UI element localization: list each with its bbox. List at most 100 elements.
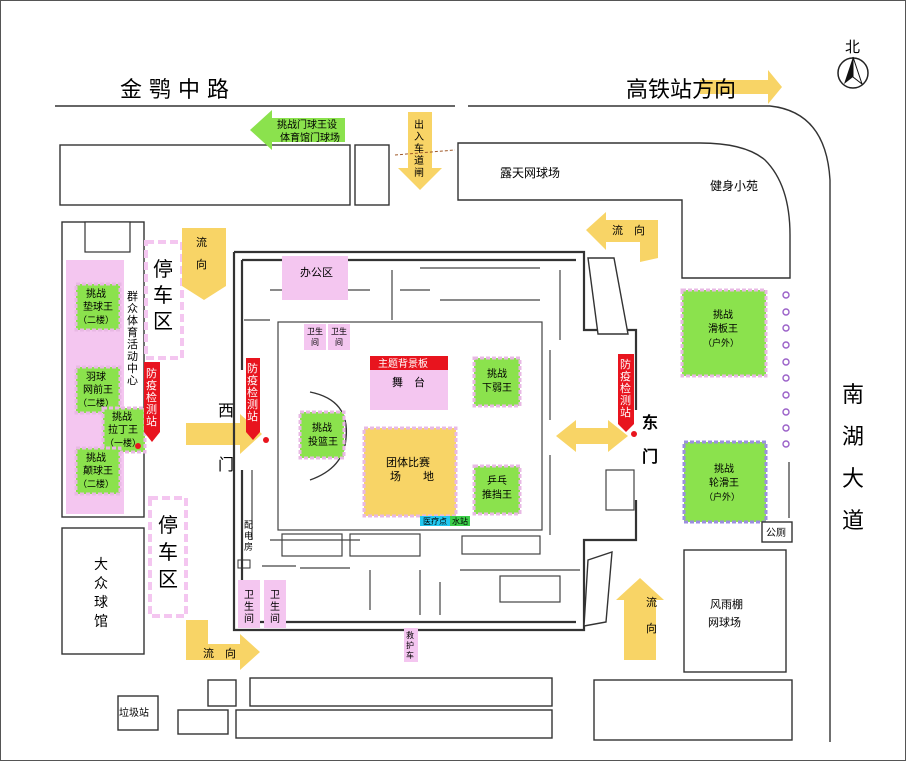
svg-text:防: 防: [247, 361, 258, 375]
svg-text:站: 站: [247, 409, 258, 423]
garbage-station: 垃圾站: [117, 695, 159, 731]
svg-text:间: 间: [335, 338, 343, 347]
svg-text:中: 中: [127, 362, 138, 375]
south-small-2: [177, 709, 229, 735]
svg-text:测: 测: [146, 403, 157, 416]
svg-text:生: 生: [339, 326, 347, 336]
svg-text:滑板王: 滑板王: [708, 322, 738, 335]
goal-king-line2: 体育馆门球场: [280, 131, 340, 144]
challenge-roller: 挑战 轮滑王 （户外）: [682, 440, 768, 524]
svg-text:群: 群: [127, 289, 138, 303]
parking-south: 停 车 区: [148, 496, 188, 618]
challenge-chess: 挑战 下弱王: [472, 356, 522, 408]
svg-text:救: 救: [406, 630, 414, 640]
svg-text:挑战: 挑战: [86, 451, 106, 464]
svg-text:水站: 水站: [452, 516, 468, 526]
svg-text:卫: 卫: [270, 590, 280, 601]
svg-text:挑战: 挑战: [713, 308, 733, 321]
east-road-label: 南 湖 大 道: [842, 383, 864, 534]
high-speed-label: 高铁站方向: [626, 78, 736, 103]
svg-text:生: 生: [315, 326, 323, 336]
svg-text:区: 区: [153, 309, 173, 333]
goal-king-arrow: 挑战门球王设 体育馆门球场: [250, 110, 345, 150]
south-building-3: [593, 679, 793, 741]
svg-text:大: 大: [94, 557, 108, 573]
svg-text:众: 众: [94, 576, 108, 592]
south-small-1: [207, 679, 237, 707]
svg-text:网前王: 网前王: [83, 383, 113, 396]
toilet-bottom-1: 卫 生 间: [238, 580, 260, 628]
svg-text:挑战: 挑战: [112, 410, 132, 423]
flow-arrow-sw: 流 向: [186, 620, 260, 670]
svg-text:心: 心: [127, 374, 138, 387]
svg-text:体: 体: [127, 313, 138, 327]
svg-text:向: 向: [196, 257, 207, 271]
fitness-label: 健身小苑: [710, 178, 758, 193]
north-arrow: 北: [837, 38, 869, 89]
svg-text:卫: 卫: [307, 327, 315, 336]
svg-text:疫: 疫: [146, 378, 157, 392]
svg-text:活: 活: [127, 338, 138, 351]
svg-text:办公区: 办公区: [300, 266, 333, 279]
svg-text:配: 配: [244, 520, 253, 531]
svg-text:推挡王: 推挡王: [482, 488, 512, 501]
svg-text:电: 电: [244, 530, 253, 542]
challenge-basket: 挑战 投篮王: [298, 391, 348, 481]
svg-text:羽球: 羽球: [86, 370, 106, 383]
svg-text:挑战: 挑战: [714, 462, 734, 475]
svg-text:门: 门: [642, 447, 658, 466]
flow-arrow-east-gate: [556, 420, 628, 452]
svg-text:垫球王: 垫球王: [83, 300, 113, 313]
high-speed-arrow: [700, 70, 782, 104]
svg-text:门: 门: [218, 455, 234, 474]
svg-text:道: 道: [842, 509, 864, 534]
challenge-badminton: 羽球 网前王 （二楼）: [74, 365, 122, 415]
svg-text:风雨棚: 风雨棚: [710, 597, 743, 611]
parking-north: 停 车 区: [144, 240, 184, 360]
svg-text:（二楼）: （二楼）: [78, 314, 114, 326]
challenge-pingpong: 乒乓 推挡王: [472, 464, 522, 516]
flow-arrow-west-gate: [186, 414, 262, 454]
svg-text:停: 停: [158, 513, 178, 537]
svg-text:车: 车: [158, 540, 178, 564]
svg-text:（二楼）: （二楼）: [78, 478, 114, 490]
svg-text:湖: 湖: [842, 425, 864, 450]
svg-text:检: 检: [146, 390, 157, 404]
svg-text:舞 台: 舞 台: [392, 375, 425, 389]
svg-text:主题背景板: 主题背景板: [378, 357, 428, 370]
svg-text:检: 检: [247, 385, 258, 399]
toilet-top-1: 卫 生 间: [304, 324, 326, 350]
svg-text:出: 出: [414, 118, 424, 131]
svg-text:垃圾站: 垃圾站: [119, 706, 149, 719]
toilet-top-2: 卫 生 间: [328, 324, 350, 350]
medical-water: 医疗点 水站: [420, 516, 470, 526]
svg-text:育: 育: [127, 325, 138, 339]
svg-text:车: 车: [414, 142, 424, 155]
challenge-dianqiu: 挑战 垫球王 （二楼）: [74, 282, 122, 332]
svg-text:（一楼）: （一楼）: [105, 437, 141, 449]
east-gate: 防 疫 检 测 站 东 门: [618, 354, 658, 466]
outdoor-tennis-label: 露天网球场: [500, 166, 560, 180]
svg-text:生: 生: [270, 600, 280, 613]
svg-text:挑战: 挑战: [86, 287, 106, 300]
mass-center-label: 群 众 体 育 活 动 中 心: [127, 289, 138, 387]
svg-text:众: 众: [127, 302, 138, 315]
svg-text:医疗点: 医疗点: [423, 516, 447, 526]
toilet-bottom-2: 卫 生 间: [264, 580, 286, 628]
svg-text:乒乓: 乒乓: [487, 474, 507, 487]
svg-text:轮滑王: 轮滑王: [709, 476, 739, 489]
flow-arrow-ne: 流 向: [586, 212, 658, 262]
goal-king-line1: 挑战门球王设: [277, 118, 337, 131]
svg-text:测: 测: [620, 394, 631, 407]
public-toilet: 公厕: [761, 521, 793, 543]
svg-text:公厕: 公厕: [766, 527, 786, 539]
svg-text:拉丁王: 拉丁王: [108, 423, 138, 436]
svg-text:流: 流: [646, 595, 657, 609]
outdoor-tennis-area: [457, 142, 791, 279]
svg-text:挑战门球王设 体育馆门球场: 挑战门球王设 体育馆门球场: [277, 118, 340, 144]
power-room: 配 电 房: [237, 520, 253, 569]
checkpoint-west-outer: 防 疫 检 测 站: [135, 362, 160, 449]
svg-text:流 向: 流 向: [612, 223, 645, 237]
team-venue: 团体比赛 场 地: [362, 426, 458, 518]
